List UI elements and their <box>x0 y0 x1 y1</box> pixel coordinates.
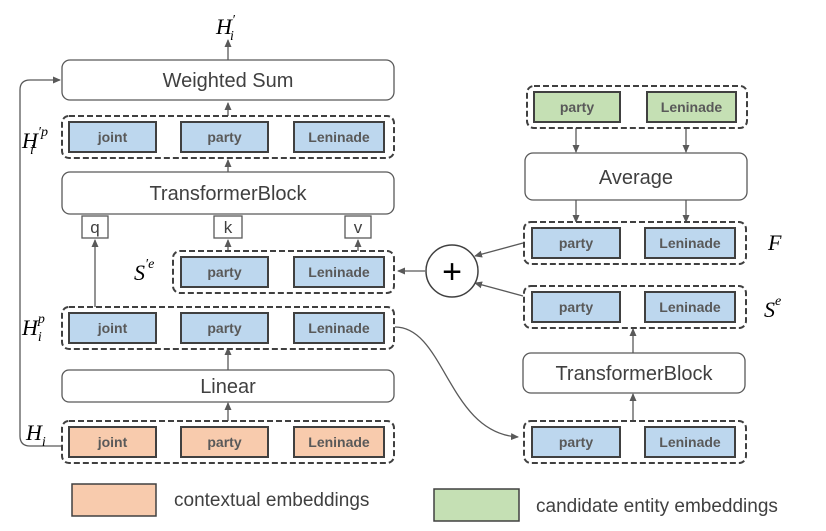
seprime-token-leninade <box>293 256 385 288</box>
hp-token-party <box>180 312 269 344</box>
v-label: v <box>354 218 363 237</box>
connectors <box>19 39 690 447</box>
transformer-block-right <box>522 352 746 394</box>
h-token-leninade <box>293 426 385 458</box>
hp-token-joint-label: joint <box>97 320 128 336</box>
f-token-leninade-label: Leninade <box>659 235 721 251</box>
seprime-token-leninade-label: Leninade <box>308 264 370 280</box>
se-token-leninade-label: Leninade <box>659 299 721 315</box>
se-token-party <box>531 291 621 323</box>
entity-hidden-token-leninade-label: Leninade <box>659 434 721 450</box>
legend-label-entity: candidate entity embeddings <box>536 496 778 517</box>
h-token-joint <box>68 426 157 458</box>
label-h: Hi <box>25 420 46 450</box>
arrow-se-to-plus <box>474 281 524 297</box>
average-label: Average <box>599 167 673 189</box>
hprimep-token-leninade <box>293 121 385 153</box>
se-token-leninade <box>644 291 736 323</box>
transformer-block-left <box>61 171 395 215</box>
hp-token-joint <box>68 312 157 344</box>
k-box <box>213 215 243 239</box>
hprimep-token-joint <box>68 121 157 153</box>
se-token-party-label: party <box>559 299 593 315</box>
h-token-party <box>180 426 269 458</box>
label-s-prime-e: S′e <box>134 257 154 285</box>
label-s-e: Se <box>764 294 781 322</box>
legend-label-contextual: contextual embeddings <box>174 490 369 511</box>
entity-hidden-token-leninade <box>644 426 736 458</box>
linear-label: Linear <box>200 376 256 398</box>
seprime-token-party <box>180 256 269 288</box>
arrow-curve-to-entity-group <box>394 326 519 441</box>
average-block <box>524 152 748 201</box>
plus-operator <box>425 244 479 298</box>
candidate-token-leninade <box>646 91 737 123</box>
q-label: q <box>90 218 99 237</box>
seprime-token-party-label: party <box>207 264 241 280</box>
linear-block <box>61 369 395 403</box>
hp-token-leninade-label: Leninade <box>308 320 370 336</box>
candidate-token-party-label: party <box>560 99 594 115</box>
legend-swatch-entity <box>433 488 520 522</box>
candidate-token-party <box>533 91 621 123</box>
arrow-f-to-plus <box>474 242 524 258</box>
f-token-leninade <box>644 227 736 259</box>
label-h-prime-output: H′i <box>215 13 236 44</box>
entity-hidden-token-party <box>531 426 621 458</box>
entity-hidden-token-party-label: party <box>559 434 593 450</box>
plus-sign: + <box>442 253 462 291</box>
hp-token-leninade <box>293 312 385 344</box>
h-token-leninade-label: Leninade <box>308 434 370 450</box>
arrow-residual-skip <box>19 76 62 447</box>
hprimep-token-joint-label: joint <box>97 129 128 145</box>
v-box <box>344 215 372 239</box>
f-token-party <box>531 227 621 259</box>
hprimep-token-leninade-label: Leninade <box>308 129 370 145</box>
hprimep-tokens: joint party Leninade <box>68 121 385 153</box>
label-f: F <box>767 230 782 255</box>
weighted-sum-label: Weighted Sum <box>163 70 294 92</box>
legend-swatch-contextual <box>71 483 157 517</box>
transformer-block-right-label: TransformerBlock <box>555 363 713 385</box>
transformer-block-left-label: TransformerBlock <box>149 183 307 205</box>
hprimep-token-party <box>180 121 269 153</box>
k-label: k <box>224 218 233 237</box>
h-token-joint-label: joint <box>97 434 128 450</box>
hprimep-token-party-label: party <box>207 129 241 145</box>
candidate-token-leninade-label: Leninade <box>661 99 723 115</box>
q-box <box>81 215 109 239</box>
f-token-party-label: party <box>559 235 593 251</box>
legend: contextual embeddings candidate entity e… <box>71 483 778 522</box>
h-token-party-label: party <box>207 434 241 450</box>
hp-token-party-label: party <box>207 320 241 336</box>
weighted-sum-block <box>61 59 395 101</box>
